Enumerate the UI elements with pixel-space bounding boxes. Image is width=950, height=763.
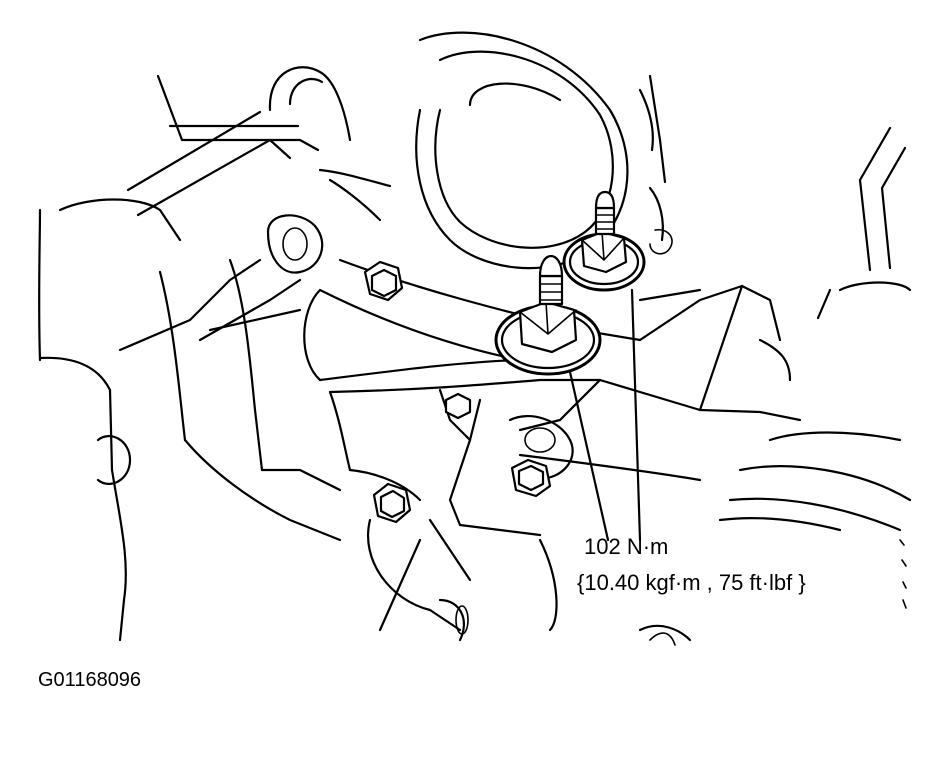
right-frame-structure [648, 126, 912, 532]
engine-block-outline [38, 74, 342, 642]
torque-value-label: 102 N·m [584, 534, 669, 559]
torque-alt-units-label: {10.40 kgf·m , 75 ft·lbf } [577, 570, 806, 595]
engine-mount-bracket [303, 168, 744, 632]
callout-leader-lines [568, 288, 907, 609]
lower-mount-detail [438, 415, 702, 646]
bracket-bolt-upper-left [363, 260, 404, 302]
upper-left-boss [266, 214, 324, 274]
bracket-bolt-small [444, 392, 472, 420]
mount-nut-front [494, 254, 602, 376]
bracket-bolt-lower [510, 458, 552, 498]
bracket-bolt-lower-left [372, 482, 412, 524]
figure-code: G01168096 [38, 669, 142, 691]
mount-nut-rear [562, 190, 646, 292]
